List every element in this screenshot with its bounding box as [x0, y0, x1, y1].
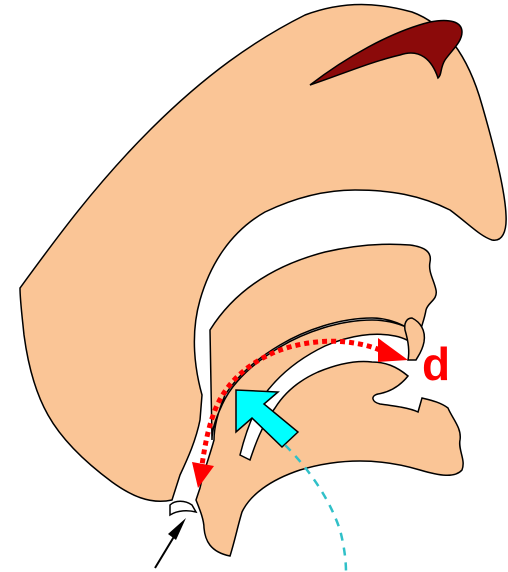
- label-d: d: [422, 338, 450, 390]
- dotted-arrow-head-right: [378, 338, 408, 362]
- black-pointer-arrow-icon: [155, 518, 186, 568]
- throat-notch: [170, 501, 196, 515]
